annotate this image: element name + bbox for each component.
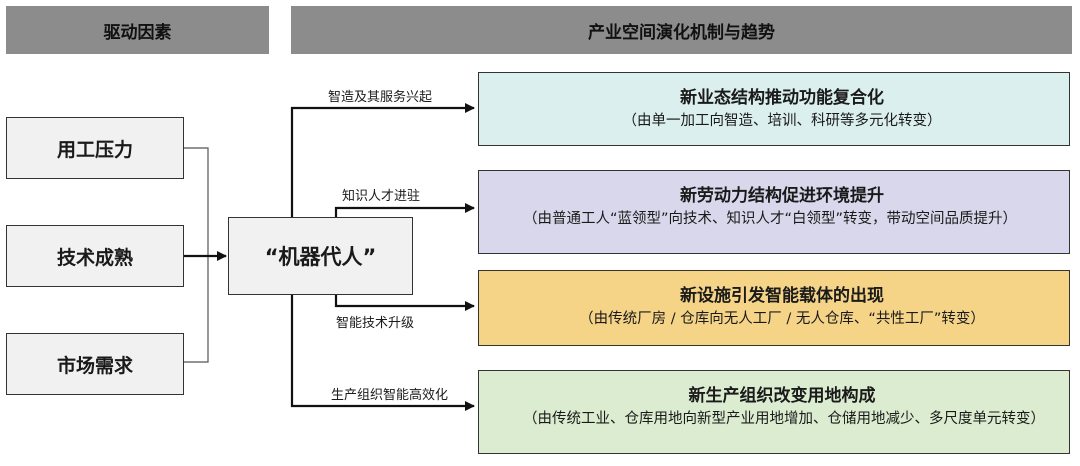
branch-label-2: 知识人才进驻 <box>342 189 421 204</box>
factor-labor-pressure: 用工压力 <box>6 117 184 179</box>
factor-tech-maturity: 技术成熟 <box>6 225 184 287</box>
outcome-title-1: 新业态结构推动功能复合化 <box>680 88 884 108</box>
outcome-box-4: 新生产组织改变用地构成 （由传统工业、仓库用地向新型产业用地增加、仓储用地减少、… <box>478 370 1070 454</box>
outcome-box-1: 新业态结构推动功能复合化 （由单一加工向智造、培训、科研等多元化转变） <box>478 72 1070 146</box>
branch-label-3: 智能技术升级 <box>336 316 415 331</box>
outcome-title-3: 新设施引发智能载体的出现 <box>680 286 884 306</box>
header-mechanism-trends: 产业空间演化机制与趋势 <box>291 6 1072 54</box>
factor-market-demand: 市场需求 <box>6 333 184 395</box>
outcome-desc-1: （由单一加工向智造、培训、科研等多元化转变） <box>622 113 942 129</box>
center-robot-replacement: “机器代人” <box>228 217 413 295</box>
outcome-title-4: 新生产组织改变用地构成 <box>688 386 876 406</box>
outcome-box-3: 新设施引发智能载体的出现 （由传统厂房 / 仓库向无人工厂 / 无人仓库、“共性… <box>478 270 1070 346</box>
outcome-desc-4: （由传统工业、仓库用地向新型产业用地增加、仓储用地减少、多尺度单元转变） <box>523 411 1045 427</box>
branch-label-4: 生产组织智能高效化 <box>331 388 449 403</box>
header-driving-factors: 驱动因素 <box>6 6 269 54</box>
outcome-desc-3: （由传统厂房 / 仓库向无人工厂 / 无人仓库、“共性工厂”转变） <box>579 311 985 327</box>
outcome-title-2: 新劳动力结构促进环境提升 <box>680 186 884 206</box>
branch-label-1: 智造及其服务兴起 <box>328 90 433 105</box>
outcome-box-2: 新劳动力结构促进环境提升 （由普通工人“蓝领型”向技术、知识人才“白领型”转变，… <box>478 170 1070 254</box>
outcome-desc-2: （由普通工人“蓝领型”向技术、知识人才“白领型”转变，带动空间品质提升） <box>523 211 1018 227</box>
